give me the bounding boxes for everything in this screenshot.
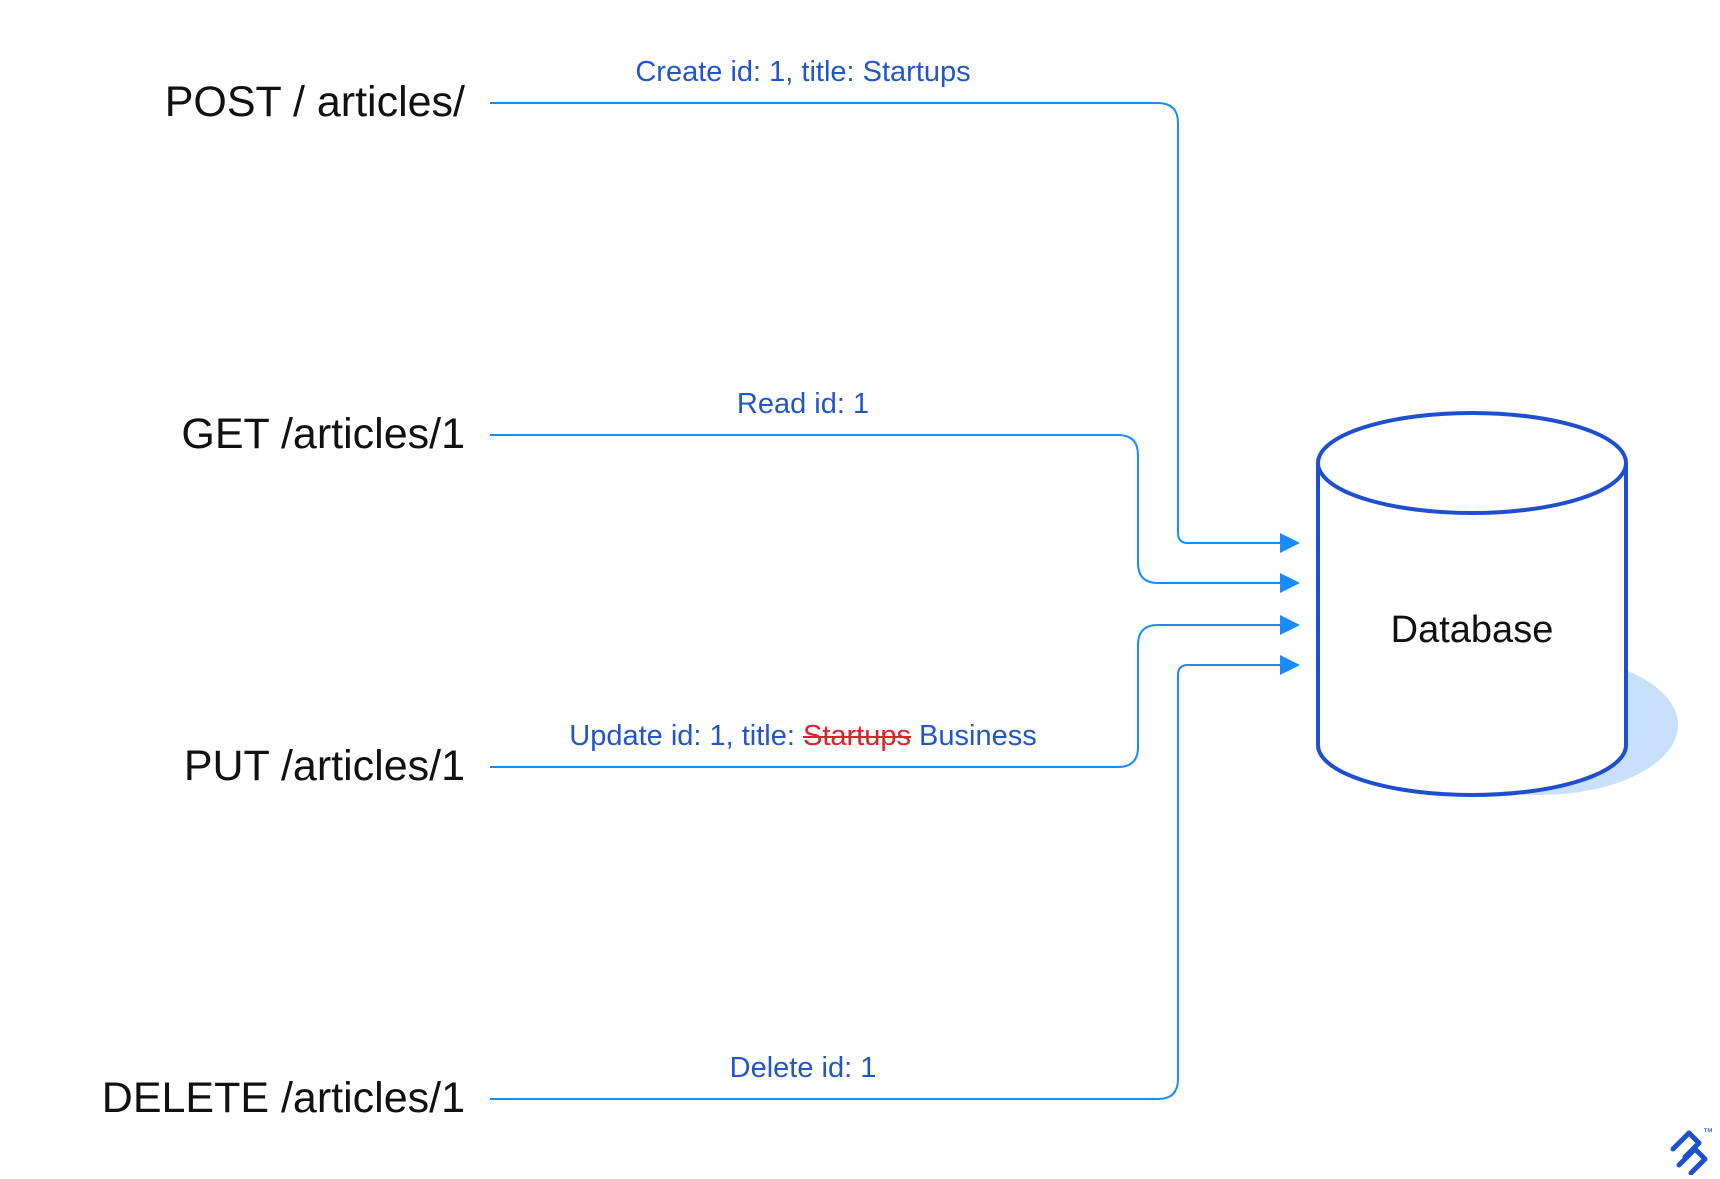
post-connector: [490, 102, 1280, 544]
database-cylinder: [1316, 411, 1628, 797]
delete-connector: [490, 664, 1280, 1100]
delete-arrowhead: [1280, 655, 1300, 675]
database-label: Database: [1390, 609, 1554, 651]
toptal-logo-icon: ™: [1670, 1127, 1713, 1175]
create-operation-label: Create id: 1, title: Startups: [635, 56, 971, 88]
get-connector: [490, 434, 1280, 584]
database-top: [1316, 411, 1628, 515]
database-body: [1316, 463, 1628, 797]
delete-operation-label: Delete id: 1: [729, 1052, 877, 1084]
put-endpoint-label: PUT /articles/1: [183, 742, 465, 790]
update-new-title: Business: [911, 720, 1037, 752]
put-connector: [490, 624, 1280, 768]
put-arrowhead: [1280, 615, 1300, 635]
get-endpoint-label: GET /articles/1: [181, 410, 465, 458]
post-endpoint-label: POST / articles/: [164, 78, 465, 126]
trademark-symbol: ™: [1703, 1127, 1713, 1138]
update-operation-label: Update id: 1, title: Startups Business: [503, 722, 1103, 751]
read-operation-label: Read id: 1: [736, 388, 870, 420]
get-arrowhead: [1280, 573, 1300, 593]
update-operation-prefix: Update id: 1, title:: [569, 720, 803, 752]
delete-endpoint-label: DELETE /articles/1: [101, 1074, 465, 1122]
update-old-title-strikethrough: Startups: [803, 720, 911, 752]
post-arrowhead: [1280, 533, 1300, 553]
